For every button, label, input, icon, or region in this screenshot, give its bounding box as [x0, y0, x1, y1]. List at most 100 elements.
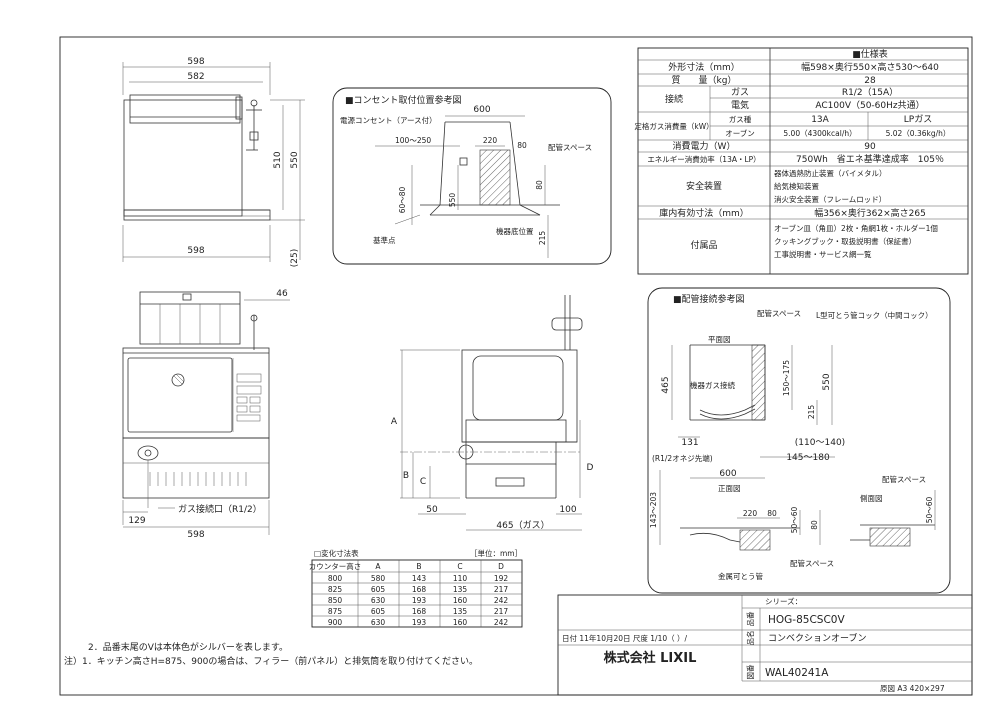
- ct-cell: 875: [328, 607, 343, 616]
- piping-label-flex: 金属可とう管: [718, 571, 763, 581]
- outlet-dim-215: 215: [538, 231, 547, 246]
- spec-rate-lp: 5.02（0.36kg/h）: [886, 129, 951, 138]
- piping-dim-150-175: 150～175: [782, 360, 791, 396]
- ct-cell: 580: [371, 574, 386, 583]
- spec-label-power: 消費電力（W）: [673, 140, 736, 152]
- spec-safety-3: 消火安全装置（フレームロッド）: [774, 194, 886, 204]
- ct-header-4: D: [498, 562, 504, 571]
- outlet-label-ref: 基準点: [373, 235, 396, 245]
- piping-dim-215: 215: [807, 405, 816, 420]
- title-block: シリーズ： HOG-85CSC0V コンベクションオーブン 日付 11年10月2…: [557, 594, 973, 696]
- spec-gastype-lp: LPガス: [904, 114, 932, 125]
- ct-cell: 160: [453, 618, 468, 627]
- piping-dim-80a: 80: [767, 509, 777, 518]
- front-elevation: 46: [122, 289, 290, 540]
- outlet-dim-80-right: 80: [535, 180, 544, 190]
- dim-25: (25): [290, 249, 300, 267]
- piping-dim-50-60b: 50～60: [925, 496, 934, 523]
- piping-label-space2: 配管スペース: [882, 474, 926, 484]
- piping-dim-80b: 80: [810, 520, 819, 530]
- ct-cell: 135: [453, 607, 468, 616]
- dim-C: C: [420, 477, 426, 487]
- title-series-label: シリーズ：: [765, 596, 802, 606]
- piping-dim-50-60a: 50～60: [790, 506, 799, 533]
- dim-598-bottom: 598: [187, 246, 204, 256]
- ct-cell: 605: [371, 607, 386, 616]
- ct-cell: 192: [494, 574, 509, 583]
- piping-panel-title: ■配管接続参考図: [673, 293, 745, 305]
- piping-label-cock: L型可とう管コック（中間コック）: [816, 310, 933, 320]
- piping-dim-131: 131: [681, 438, 698, 448]
- spec-sublabel-elec: 電気: [731, 99, 749, 111]
- ct-cell: 160: [453, 596, 468, 605]
- spec-acc-1: オーブン皿（角皿）2枚・角網1枚・ホルダー1個: [774, 223, 938, 233]
- title-product-name: コンベクションオーブン: [768, 632, 866, 644]
- spec-table-title: ■仕様表: [852, 48, 888, 60]
- dim-50: 50: [426, 505, 438, 515]
- outlet-label-piping: 配管スペース: [548, 142, 592, 152]
- ct-cell: 135: [453, 585, 468, 594]
- spec-value-mass: 28: [864, 76, 876, 86]
- dim-510: 510: [273, 151, 283, 168]
- dim-550: 550: [290, 151, 300, 168]
- spec-value-power: 90: [864, 142, 876, 152]
- piping-dim-600: 600: [719, 469, 736, 479]
- ct-cell: 193: [412, 618, 427, 627]
- spec-label-gas-rate: 定格ガス消費量（kW）: [634, 121, 713, 131]
- ct-header-2: B: [416, 562, 421, 571]
- outlet-dim-220: 220: [483, 136, 498, 145]
- dim-A: A: [391, 417, 398, 427]
- ct-header-1: A: [375, 562, 381, 571]
- dim-582: 582: [187, 72, 204, 82]
- spec-safety-1: 器体過熱防止装置（バイメタル）: [774, 168, 887, 178]
- ct-cell: 143: [412, 574, 427, 583]
- ct-cell: 168: [412, 607, 427, 616]
- spec-value-elec: AC100V（50-60Hz共通）: [815, 100, 924, 111]
- ct-cell: 110: [453, 574, 468, 583]
- piping-label-gas-conn: 機器ガス接続: [690, 380, 735, 390]
- title-product-code: HOG-85CSC0V: [768, 614, 845, 626]
- outlet-panel-title: ■コンセント取付位置参考図: [345, 94, 462, 106]
- ct-cell: 242: [494, 618, 509, 627]
- piping-dim-143-203: 143～203: [649, 492, 658, 528]
- spec-rate-13a: 5.00（4300kcal/h）: [783, 129, 856, 138]
- ct-cell: 605: [371, 585, 386, 594]
- spec-table: ■仕様表 外形寸法（mm） 幅598×奥行550×高さ530～640 質 量（k…: [634, 47, 969, 275]
- outlet-dim-100-250: 100～250: [395, 136, 431, 145]
- title-tag-hinban: 品番: [745, 611, 755, 626]
- title-date-row: 日付 11年10月20日 尺度 1/10（ ）/: [562, 633, 688, 643]
- side-view: A B C D 50 100 465（ガス）: [391, 295, 594, 531]
- piping-label-space1: 配管スペース: [757, 308, 801, 318]
- spec-sublabel-oven: オーブン: [725, 128, 755, 138]
- ct-cell: 800: [328, 574, 343, 583]
- title-drawing-no: WAL40241A: [765, 667, 829, 679]
- spec-acc-3: 工事説明書・サービス網一覧: [774, 249, 872, 259]
- spec-label-size: 外形寸法（mm）: [668, 61, 740, 73]
- spec-label-interior: 庫内有効寸法（mm）: [659, 207, 749, 219]
- outlet-label-bottom: 機器底位置: [496, 226, 534, 236]
- spec-label-accessories: 付属品: [690, 240, 717, 251]
- drawing-border: [59, 36, 973, 696]
- ct-cell: 168: [412, 585, 427, 594]
- dim-D: D: [587, 463, 594, 473]
- title-paper-size: 原図 A3 420×297: [880, 684, 945, 693]
- spec-value-efficiency: 750Wh 省エネ基準達成率 105％: [796, 153, 944, 165]
- spec-sublabel-gas: ガス: [731, 87, 749, 98]
- piping-dim-465: 465: [661, 376, 671, 393]
- ct-cell: 630: [371, 596, 386, 605]
- ct-cell: 217: [494, 585, 509, 594]
- piping-label-plan: 平面図: [708, 335, 731, 344]
- ct-header-0: カウンター高さ: [309, 561, 362, 571]
- dim-46: 46: [276, 289, 288, 299]
- spec-value-gas: R1/2（15A）: [842, 87, 898, 98]
- ct-cell: 850: [328, 596, 343, 605]
- gas-inlet-label: ガス接続口（R1/2）: [178, 503, 262, 515]
- dim-B: B: [403, 471, 409, 481]
- spec-value-size: 幅598×奥行550×高さ530～640: [801, 61, 939, 73]
- spec-label-connect: 接続: [665, 93, 683, 105]
- ct-cell: 825: [328, 585, 343, 594]
- ct-cell: 242: [494, 596, 509, 605]
- dim-598-elev: 598: [187, 530, 204, 540]
- piping-dim-145-180: 145～180: [786, 453, 830, 463]
- piping-label-front: 正面図: [718, 484, 741, 493]
